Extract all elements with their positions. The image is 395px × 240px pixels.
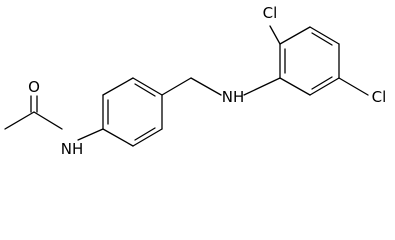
ring-a-bond-3 [132, 77, 163, 96]
amine-n-ring-bond [243, 77, 281, 96]
ring-b-chlorine-right-bond [338, 77, 369, 96]
ring-a-inner-double-3 [134, 127, 156, 141]
methylene-amine-n-bond [190, 77, 222, 96]
ring-b-bond-6 [279, 77, 311, 96]
ring-a-bond-2 [102, 77, 134, 96]
chemical-structure-diagram: O NH NH Cl Cl [4, 4, 387, 158]
amide-nitrogen-label: NH [61, 140, 84, 158]
amide-n-ring-bond [77, 128, 104, 141]
chlorine-right-label: Cl [372, 88, 387, 106]
amine-nitrogen-label: NH [222, 88, 245, 106]
ring-b-inner-double-2 [311, 32, 333, 46]
ring-methylene-bond [161, 77, 192, 96]
carbonyl-amide-n-bond [33, 111, 63, 130]
chlorine-top-label: Cl [263, 4, 278, 22]
ring-a-bond-6 [102, 128, 134, 147]
ring-b-bond-5 [309, 77, 340, 96]
oxygen-atom-label: O [28, 78, 40, 96]
ring-b-bond-3 [309, 26, 340, 45]
ring-b-bond-2 [279, 26, 311, 45]
ring-b-chlorine-top-bond [269, 25, 281, 45]
methyl-carbonyl-bond [4, 111, 35, 130]
ring-a-inner-double-2 [134, 83, 156, 97]
ring-a-bond-5 [132, 128, 163, 147]
ring-b-inner-double-3 [311, 76, 333, 90]
